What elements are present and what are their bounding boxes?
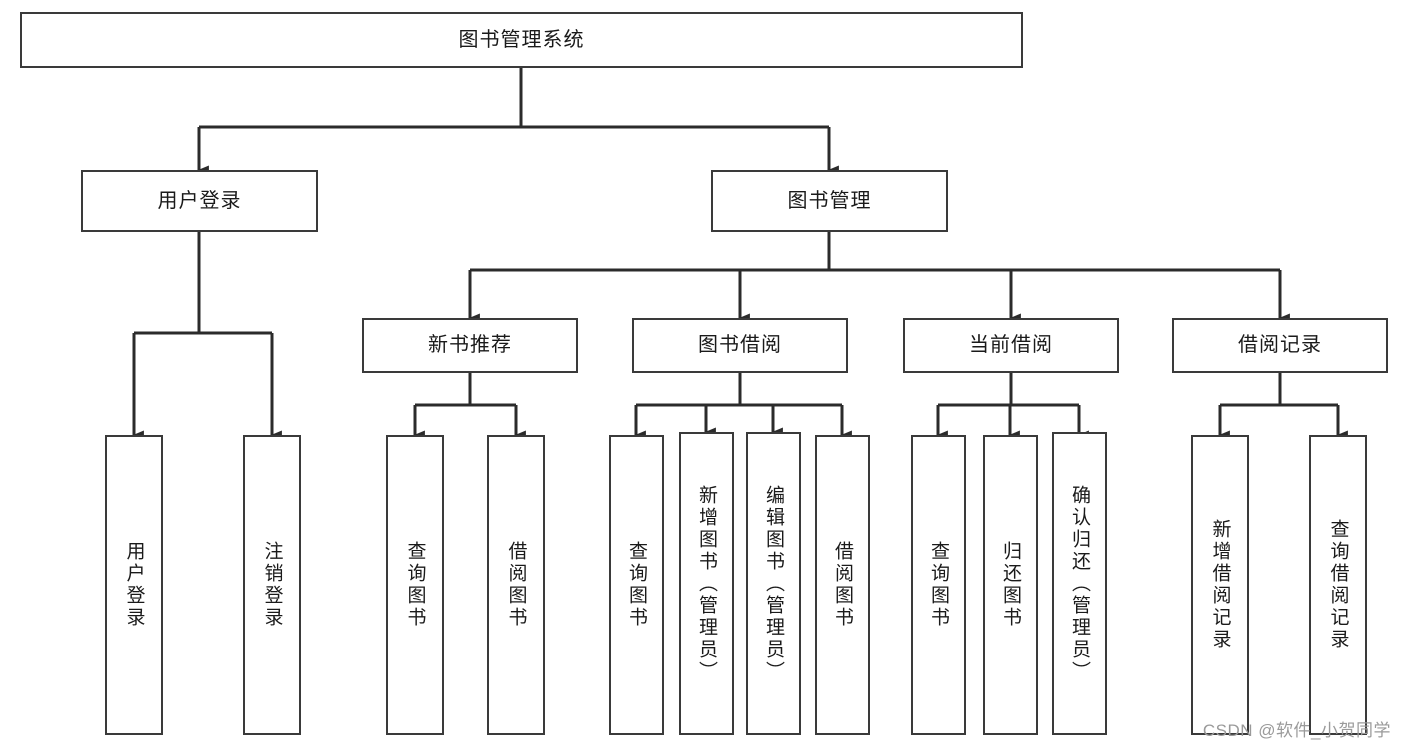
node-label: 借阅记录: [1238, 334, 1322, 357]
node-label: 查询图书: [404, 541, 426, 629]
node-label: 查询图书: [928, 541, 949, 629]
node-leaf-user-login[interactable]: 用户登录: [105, 435, 163, 735]
node-label: 查询借阅记录: [1327, 519, 1349, 651]
node-book-manage[interactable]: 图书管理: [711, 170, 948, 232]
node-label: 归还图书: [1000, 541, 1021, 629]
node-leaf-edit-book-admin[interactable]: 编辑图书（管理员）: [746, 432, 801, 735]
node-label: 借阅图书: [505, 541, 527, 629]
node-label: 新增借阅记录: [1209, 519, 1231, 651]
node-new-book-recommend[interactable]: 新书推荐: [362, 318, 578, 373]
node-label: 图书管理: [787, 189, 872, 212]
node-label: 新书推荐: [428, 334, 512, 357]
node-label: 用户登录: [123, 541, 145, 629]
node-user-login[interactable]: 用户登录: [81, 170, 318, 232]
node-label: 借阅图书: [832, 541, 853, 629]
node-leaf-user-logout[interactable]: 注销登录: [243, 435, 301, 735]
node-label: 用户登录: [157, 189, 242, 212]
node-leaf-confirm-return-admin[interactable]: 确认归还（管理员）: [1052, 432, 1107, 735]
node-leaf-add-borrow-record[interactable]: 新增借阅记录: [1191, 435, 1249, 735]
node-label: 当前借阅: [969, 334, 1053, 357]
connector-group: [132, 68, 1348, 440]
node-leaf-return-book[interactable]: 归还图书: [983, 435, 1038, 735]
node-label: 图书管理系统: [458, 28, 585, 51]
node-label: 注销登录: [261, 541, 283, 629]
node-leaf-query-book-rec[interactable]: 查询图书: [386, 435, 444, 735]
node-leaf-add-book-admin[interactable]: 新增图书（管理员）: [679, 432, 734, 735]
node-leaf-borrow-book-bw[interactable]: 借阅图书: [815, 435, 870, 735]
node-label: 查询图书: [626, 541, 647, 629]
node-borrow-record[interactable]: 借阅记录: [1172, 318, 1388, 373]
node-label: 编辑图书（管理员）: [763, 484, 784, 683]
node-leaf-borrow-book-rec[interactable]: 借阅图书: [487, 435, 545, 735]
node-leaf-query-borrow-record[interactable]: 查询借阅记录: [1309, 435, 1367, 735]
node-current-borrow[interactable]: 当前借阅: [903, 318, 1119, 373]
node-leaf-query-book-bw[interactable]: 查询图书: [609, 435, 664, 735]
node-root-system[interactable]: 图书管理系统: [20, 12, 1023, 68]
node-leaf-query-book-cur[interactable]: 查询图书: [911, 435, 966, 735]
node-label: 确认归还（管理员）: [1069, 484, 1090, 683]
node-label: 图书借阅: [698, 334, 782, 357]
node-label: 新增图书（管理员）: [696, 484, 717, 683]
node-book-borrow[interactable]: 图书借阅: [632, 318, 848, 373]
